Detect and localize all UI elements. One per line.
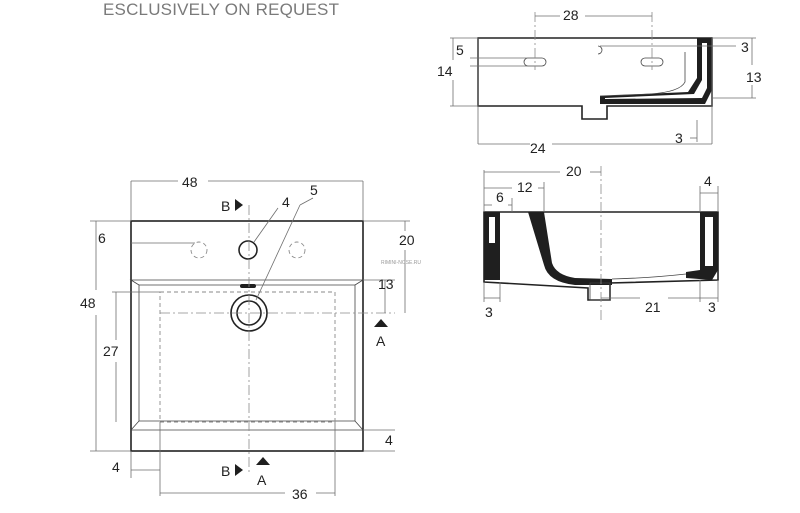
section-label-a-bottom: A xyxy=(257,472,267,488)
dim-front-ledge: 13 xyxy=(378,276,394,292)
basin-outline xyxy=(130,220,364,452)
dim-basin-height: 13 xyxy=(746,69,762,85)
overflow-slot xyxy=(240,284,256,288)
section-2-left-wall xyxy=(484,212,500,280)
page-title: ESCLUSIVELY ON REQUEST xyxy=(103,0,340,19)
side-hole-right xyxy=(288,241,306,259)
dim-overall-width: 48 xyxy=(182,174,198,190)
section-2-right-wall xyxy=(686,212,718,280)
dim-overall-depth: 48 xyxy=(80,295,96,311)
bowl-hidden-outline xyxy=(159,291,336,423)
dim-left-wall: 3 xyxy=(485,304,493,320)
dim-width: 24 xyxy=(530,140,546,156)
tap-hole xyxy=(238,240,258,260)
section-marker-b-bottom xyxy=(235,464,243,476)
dim-to-bowl: 12 xyxy=(517,179,533,195)
section-2-left-wall-inner xyxy=(489,217,495,243)
section-1-slot-right xyxy=(640,57,664,67)
bowl-rim xyxy=(129,279,365,431)
dim-hole-spacing: 28 xyxy=(563,7,579,23)
section-marker-a-right xyxy=(374,319,388,327)
dim-hole-dia: 5 xyxy=(456,42,464,58)
dim-bowl-depth: 27 xyxy=(103,343,119,359)
dim-waste-to-wall: 21 xyxy=(645,299,661,315)
section-2-right-wall-inner xyxy=(705,217,713,266)
dim-front-rim: 4 xyxy=(385,432,393,448)
watermark: RIMINI-NOSE.RU xyxy=(381,260,421,266)
section-1-outline xyxy=(477,37,713,120)
section-marker-b-top xyxy=(235,199,243,211)
section-label-a-right: A xyxy=(376,333,386,349)
dim-bowl-width: 36 xyxy=(292,486,308,502)
dim-to-waste: 20 xyxy=(566,163,582,179)
dim-height: 14 xyxy=(437,63,453,79)
dim-waste: 5 xyxy=(310,182,318,198)
dim-tap-hole: 4 xyxy=(282,194,290,210)
dim-wall-right: 4 xyxy=(704,173,712,189)
section-marker-a-bottom xyxy=(256,457,270,465)
dim-back-to-waste: 20 xyxy=(399,232,415,248)
section-view-1: 28 5 14 3 13 24 3 xyxy=(437,7,762,156)
section-1-bowl-curve xyxy=(599,52,686,97)
section-2-waste xyxy=(589,282,611,301)
dim-side-hole-offset: 6 xyxy=(98,230,106,246)
section-label-b-bottom: B xyxy=(221,463,230,479)
dim-wall-bottom: 3 xyxy=(675,130,683,146)
section-view-2: 20 12 6 4 3 21 3 xyxy=(483,163,719,322)
section-label-b-top: B xyxy=(221,198,230,214)
section-2-bowl-line xyxy=(611,273,687,280)
dim-side-rim: 4 xyxy=(112,459,120,475)
section-1-slot-left xyxy=(523,57,547,67)
section-2-bowl-wall xyxy=(528,212,612,285)
section-1-hole-mark xyxy=(597,45,603,55)
dim-wall-top: 3 xyxy=(741,39,749,55)
bowl-rim-inner xyxy=(139,284,355,422)
dim-right-wall: 3 xyxy=(708,299,716,315)
dim-hole-offset: 6 xyxy=(496,189,504,205)
section-1-wall-inner xyxy=(605,43,707,99)
plan-view: 48 48 27 6 4 5 20 13 4 4 36 B B A A RIMI… xyxy=(80,174,421,502)
side-hole-left xyxy=(190,241,208,259)
